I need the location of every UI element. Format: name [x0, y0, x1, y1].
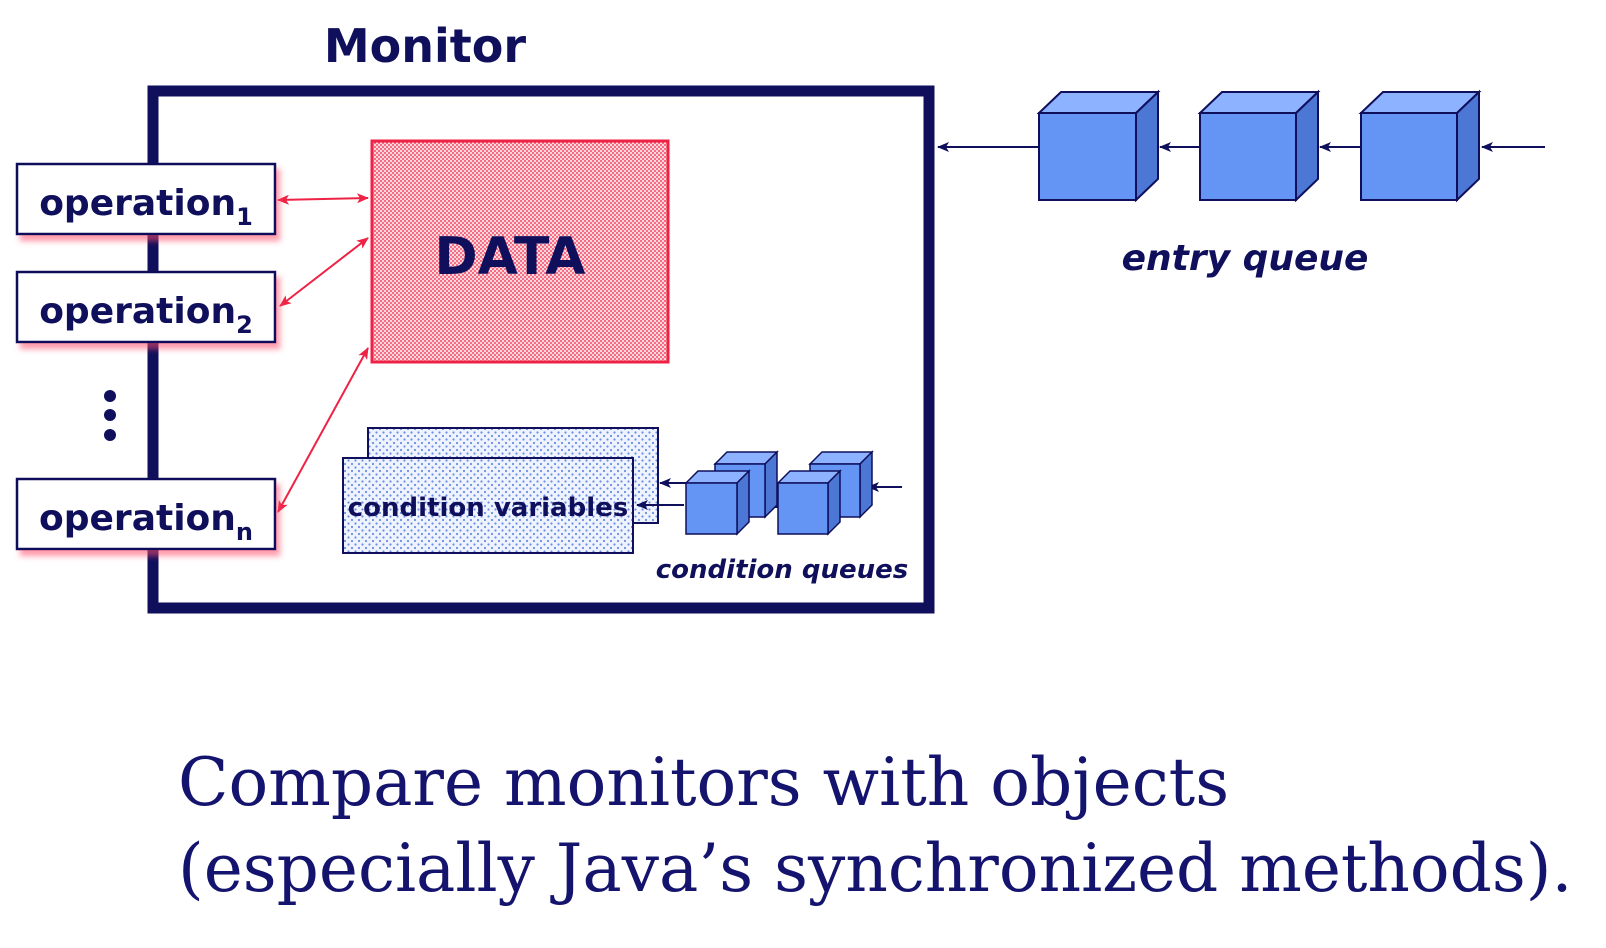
operation-1-subscript: 1: [236, 203, 253, 231]
operation-2-box: operation2: [15, 270, 277, 344]
slide-caption: Compare monitors with objects (especiall…: [178, 740, 1573, 912]
condition-variables-label: condition variables: [348, 493, 628, 523]
monitor-diagram: Monitor DATA operation1 operation2 opera…: [15, 19, 1545, 614]
operation-n-label: operation: [39, 498, 236, 539]
entry-queue-cube: [1358, 89, 1482, 203]
data-label: DATA: [434, 227, 585, 287]
op2-data-arrow: [279, 237, 369, 307]
operation-n-box: operationn: [15, 477, 277, 551]
condition-queues-label: condition queues: [656, 555, 908, 585]
operation-2-subscript: 2: [236, 311, 253, 339]
svg-text:operationn: operationn: [39, 498, 253, 546]
opn-data-arrow: [277, 347, 369, 513]
operation-n-subscript: n: [236, 518, 253, 546]
entry-queue-cube: [1036, 89, 1161, 203]
condition-queue-cube: [776, 469, 842, 536]
operation-1-label: operation: [39, 183, 236, 224]
operation-2-label: operation: [39, 291, 236, 332]
caption-line-1: Compare monitors with objects: [178, 744, 1230, 821]
vertical-ellipsis: [104, 390, 116, 441]
condition-variable-card-front: [342, 457, 634, 554]
svg-text:operation1: operation1: [39, 183, 253, 231]
condition-queue-cube: [684, 469, 751, 536]
operation-1-box: operation1: [15, 162, 277, 236]
entry-queue-label: entry queue: [1122, 238, 1369, 279]
data-block: [370, 139, 670, 364]
svg-text:operation2: operation2: [39, 291, 253, 339]
entry-queue-cube: [1197, 89, 1321, 203]
op1-data-arrow: [277, 193, 369, 205]
caption-line-2: (especially Java’s synchronized methods)…: [178, 830, 1573, 907]
monitor-title: Monitor: [324, 19, 526, 73]
